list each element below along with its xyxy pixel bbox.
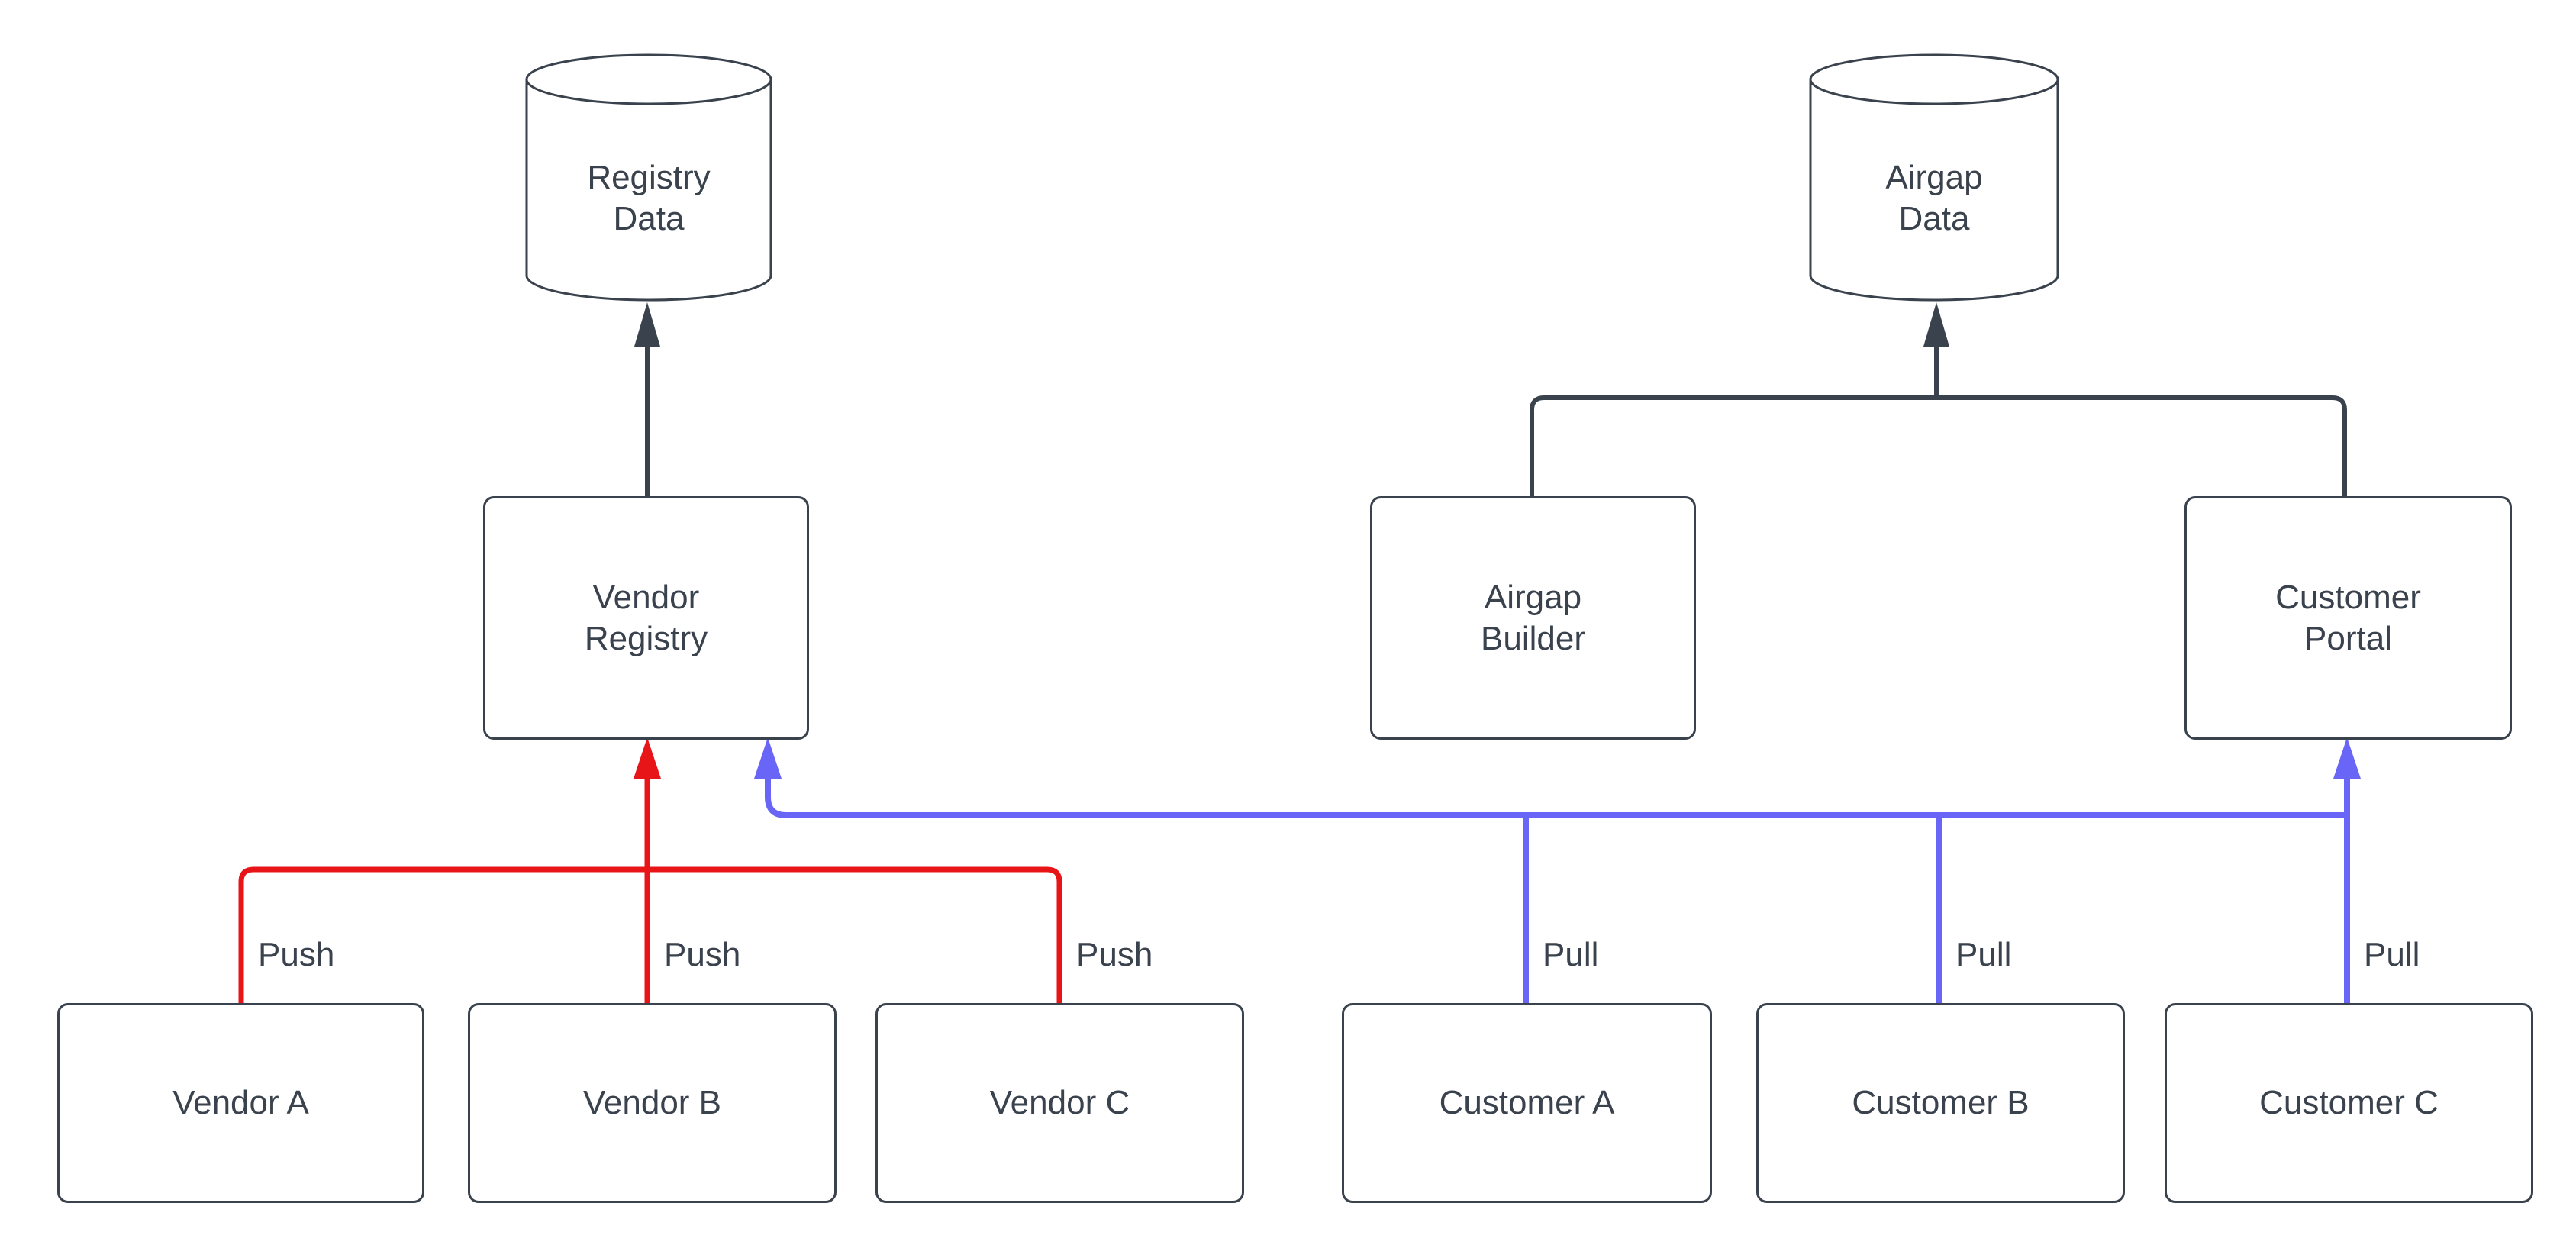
edge-label-push-vendor-b: Push [664, 936, 741, 973]
airgap-data-cylinder-top [1809, 53, 2059, 105]
edge-label-pull-customer-c: Pull [2364, 936, 2420, 973]
edge-label-pull-customer-a: Pull [1543, 936, 1599, 973]
edge-airgap-builder-and-customer-portal-bus [1530, 395, 2347, 496]
arrowhead-airgap-data [1923, 302, 1949, 347]
node-customer-a: Customer A [1342, 1003, 1712, 1203]
registry-data-cylinder [525, 53, 772, 302]
node-registry-data-label: Registry Data [587, 159, 711, 237]
arrowhead-pull-customer-portal [2333, 737, 2361, 779]
node-vendor-registry: Vendor Registry [483, 496, 809, 740]
arrowhead-registry-data [634, 302, 660, 347]
node-vendor-a: Vendor A [57, 1003, 424, 1203]
node-vendor-c: Vendor C [875, 1003, 1244, 1203]
registry-data-cylinder-body [525, 79, 772, 302]
airgap-data-cylinder-body [1809, 79, 2059, 302]
node-vendor-b: Vendor B [468, 1003, 837, 1203]
edge-pull-bus-into-vendor-registry [765, 776, 2347, 818]
arrowhead-push-vendor-registry [634, 737, 661, 779]
edge-label-push-vendor-c: Push [1076, 936, 1153, 973]
edge-label-push-vendor-a: Push [258, 936, 335, 973]
edge-push-bus-vendor-a-to-vendor-c [238, 866, 1062, 1003]
arrowhead-pull-vendor-registry [754, 737, 782, 779]
registry-data-cylinder-top [525, 53, 772, 105]
node-customer-portal: Customer Portal [2184, 496, 2512, 740]
node-customer-b: Customer B [1756, 1003, 2125, 1203]
node-airgap-data-label: Airgap Data [1885, 159, 1983, 237]
node-customer-c: Customer C [2165, 1003, 2533, 1203]
edge-label-pull-customer-b: Pull [1955, 936, 2012, 973]
node-airgap-builder: Airgap Builder [1370, 496, 1696, 740]
airgap-data-cylinder [1809, 53, 2059, 302]
